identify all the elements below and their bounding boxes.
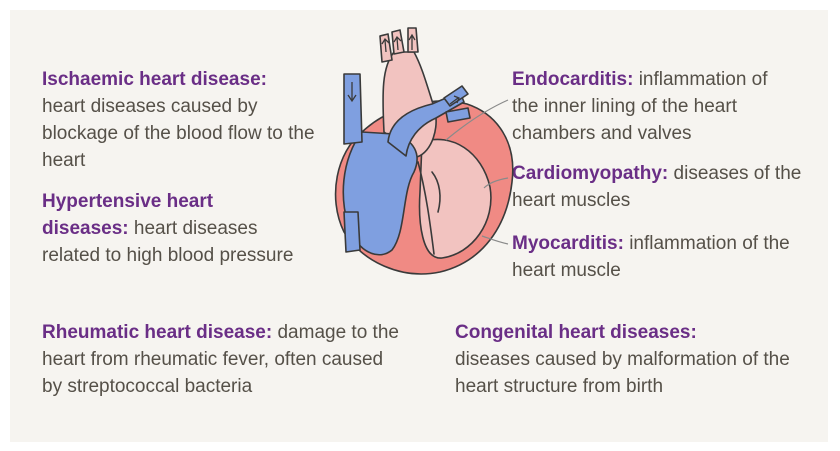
ischaemic-term: Ischaemic heart disease: (42, 69, 267, 90)
cardiomyopathy-term: Cardiomyopathy: (512, 163, 668, 184)
aortic-branch-2 (392, 30, 404, 54)
inferior-vena-cava (344, 212, 360, 252)
myocarditis-block: Myocarditis: inflammation of the heart m… (512, 230, 807, 284)
endocarditis-block: Endocarditis: inflammation of the inner … (512, 66, 797, 147)
cardiomyopathy-block: Cardiomyopathy: diseases of the heart mu… (512, 160, 802, 214)
ischaemic-description: heart diseases caused by blockage of the… (42, 96, 315, 171)
rheumatic-block: Rheumatic heart disease: damage to the h… (42, 319, 407, 400)
hypertensive-block: Hypertensive heart diseases: heart disea… (42, 188, 302, 269)
superior-vena-cava (344, 74, 362, 144)
congenital-block: Congenital heart diseases: diseases caus… (455, 319, 805, 400)
endocarditis-term: Endocarditis: (512, 69, 633, 90)
heart-illustration (322, 22, 522, 290)
congenital-description: diseases caused by malformation of the h… (455, 349, 790, 397)
myocarditis-term: Myocarditis: (512, 233, 624, 254)
congenital-term: Congenital heart diseases: (455, 322, 697, 343)
ischaemic-block: Ischaemic heart disease: heart diseases … (42, 66, 322, 174)
rheumatic-term: Rheumatic heart disease: (42, 322, 272, 343)
